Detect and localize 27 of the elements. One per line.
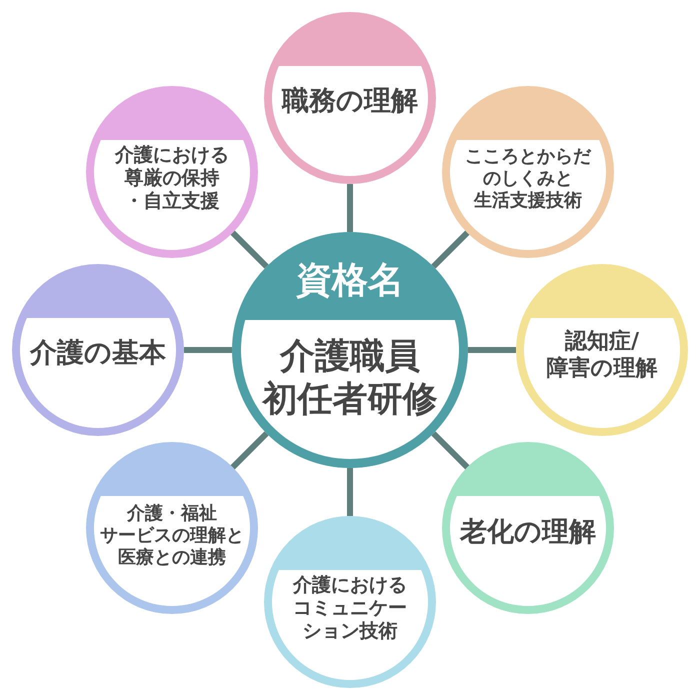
hub-circle xyxy=(232,232,468,468)
topic-circle xyxy=(264,12,436,184)
topic-label: 介護における尊厳の保持・自立支援 xyxy=(114,144,229,214)
topic-label: 職務の理解 xyxy=(282,86,418,118)
connector-line xyxy=(230,431,269,470)
topic-circle xyxy=(86,86,258,258)
topic-circle xyxy=(86,442,258,614)
connector-line xyxy=(184,347,232,353)
topic-label: 介護におけるコミュニケーション技術 xyxy=(293,574,407,644)
connector-line xyxy=(431,431,470,470)
topic-label: こころとからだのしくみと生活支援技術 xyxy=(465,146,592,212)
topic-circle xyxy=(516,264,688,436)
topic-circle xyxy=(442,86,614,258)
connector-line xyxy=(230,230,269,269)
topic-label: 介護・福祉サービスの理解と医療との連携 xyxy=(100,503,244,570)
connector-line xyxy=(431,230,470,269)
topic-circle xyxy=(442,442,614,614)
topic-label: 認知症/障害の理解 xyxy=(546,329,658,383)
connector-line xyxy=(347,184,353,232)
topic-label: 介護の基本 xyxy=(30,338,166,370)
topic-circle xyxy=(264,516,436,688)
topic-circle xyxy=(12,264,184,436)
heading-label: 資格名 xyxy=(296,259,404,303)
connector-line xyxy=(468,347,516,353)
connector-line xyxy=(347,468,353,516)
topic-label: 老化の理解 xyxy=(460,516,596,550)
course-name-label: 介護職員初任者研修 xyxy=(262,335,438,421)
